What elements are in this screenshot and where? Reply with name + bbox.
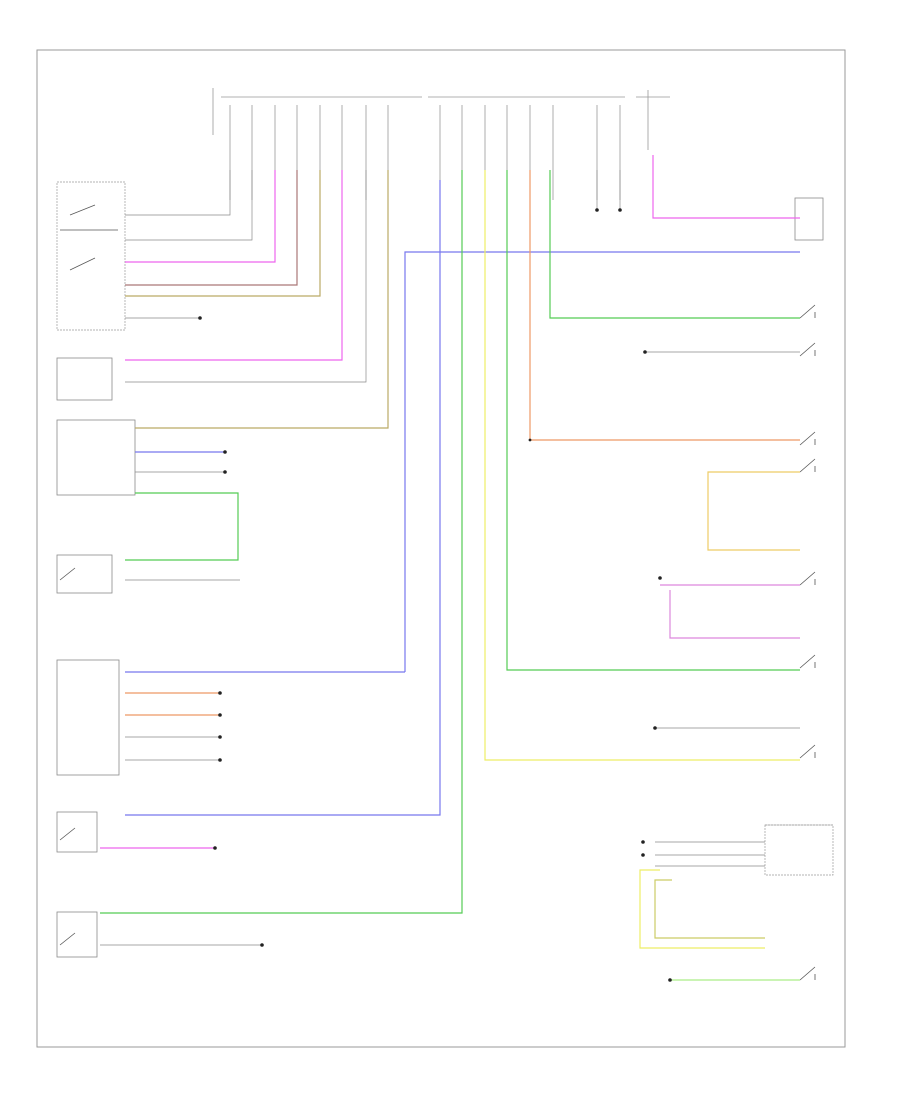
splice-dots xyxy=(198,208,672,982)
headlamp-unit-box xyxy=(56,357,113,401)
hood-switch-box xyxy=(56,811,98,853)
wire-pink-switch xyxy=(125,170,276,263)
wire-orange-door xyxy=(529,170,800,441)
connector-pins-left xyxy=(212,88,422,200)
diagram-frame xyxy=(36,49,846,1048)
wire-yellow-liftgate xyxy=(707,471,800,551)
wire-green-mfs xyxy=(125,492,239,561)
wire-pink-left xyxy=(669,590,800,639)
wire-yellow-rear-a xyxy=(639,869,765,949)
wire-gray-ignition xyxy=(596,170,621,210)
wire-green-passenger-door xyxy=(100,170,463,914)
cluster-box xyxy=(56,659,120,776)
right-switch-symbols xyxy=(59,304,816,981)
wire-yellow-rear-b xyxy=(654,879,765,939)
door-ajar-switch-left xyxy=(56,554,113,594)
wire-purple-main xyxy=(125,180,441,816)
connector-pins-right xyxy=(428,90,670,200)
wire-olive-mfs xyxy=(135,170,389,429)
wire-yellow-passenger-rear xyxy=(484,170,800,761)
wire-green-driver-rear xyxy=(506,170,800,671)
wire-pink-headlamp xyxy=(125,170,343,361)
wire-purple-ignition xyxy=(404,251,800,672)
wire-gray-2 xyxy=(125,170,253,241)
headlamp-switch-contacts xyxy=(60,204,118,271)
passenger-door-switch-box xyxy=(56,911,98,958)
wire-gray-1 xyxy=(125,170,231,216)
wire-pink-ignition xyxy=(652,155,800,219)
headlamp-switch-box xyxy=(56,181,126,331)
multifunction-switch-box xyxy=(56,419,136,496)
rear-module-box xyxy=(764,824,834,876)
wire-gray-3 xyxy=(125,170,367,383)
wire-green-front xyxy=(549,170,800,319)
ignition-switch-box xyxy=(794,197,824,241)
wire-olive-switch xyxy=(125,170,321,297)
wire-brown-switch xyxy=(125,170,298,286)
